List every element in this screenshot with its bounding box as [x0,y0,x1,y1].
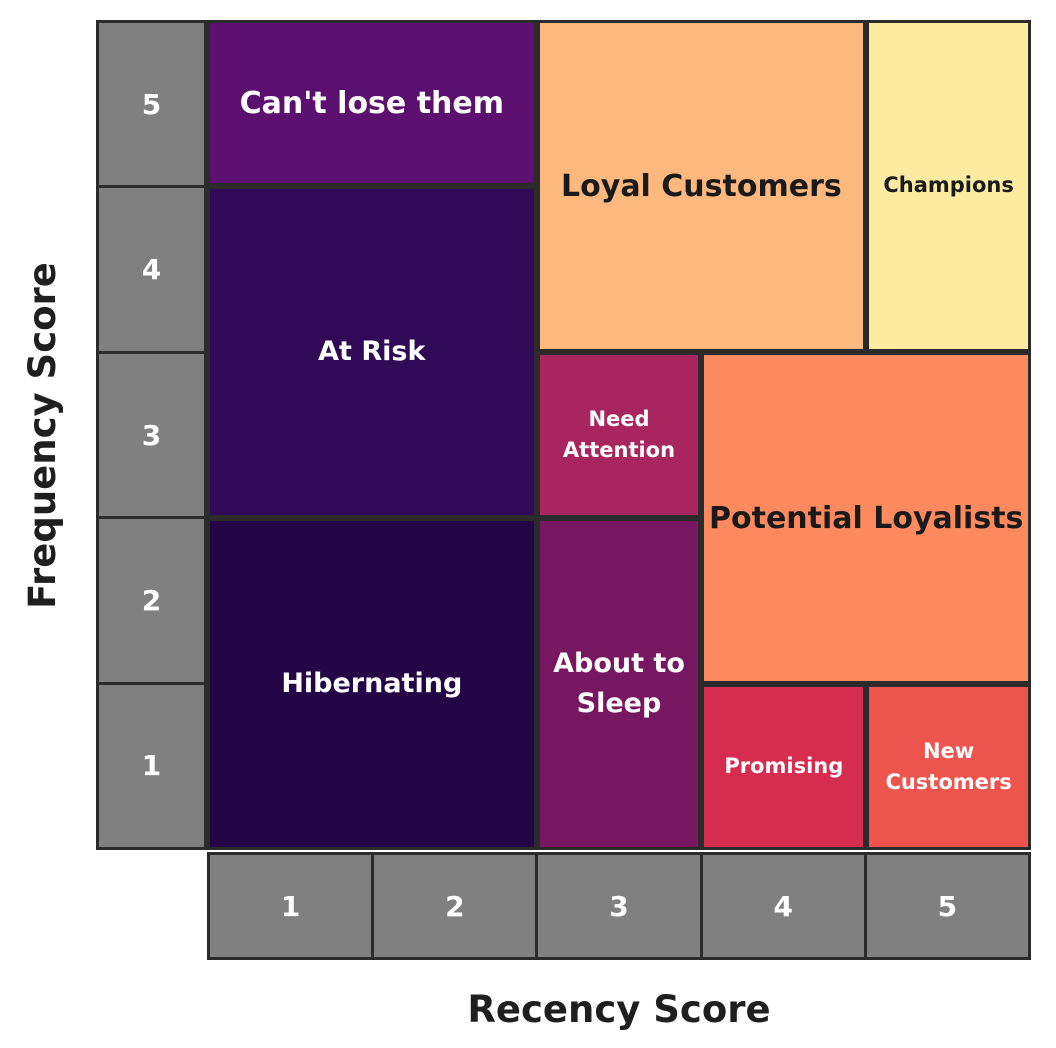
segment-can-t-lose-them: Can't lose them [207,20,537,186]
segment-label-line: Potential Loyalists [709,500,1024,536]
segment-potential-loyalists: Potential Loyalists [701,352,1031,684]
segment-label-line: About to [553,647,685,679]
y-tick-4: 4 [96,185,207,354]
x-axis-title-wrap: Recency Score [207,988,1031,1031]
segment-label: Promising [724,751,843,783]
segment-label: Can't lose them [240,81,504,126]
x-tick-1: 1 [207,852,375,960]
segment-label-line: Need [588,406,650,431]
y-axis-title: Frequency Score [20,261,64,609]
segment-label-line: Loyal Customers [561,168,842,204]
segment-at-risk: At Risk [207,186,537,518]
segment-champions: Champions [866,20,1031,352]
segment-label-line: Attention [562,438,676,462]
segment-label: Champions [883,170,1014,202]
segment-label: Potential Loyalists [709,496,1023,541]
segment-label-line: Can't lose them [239,85,505,121]
segment-label-line: Promising [724,754,844,779]
segment-about-to-sleep: About to Sleep [536,518,702,850]
segment-label-line: Champions [883,173,1014,198]
x-tick-4: 4 [699,852,867,960]
segment-label: Hibernating [281,664,462,705]
y-tick-3: 3 [96,350,207,520]
segment-label-line: Hibernating [281,667,463,699]
segment-label-line: At Risk [318,335,426,367]
y-tick-5: 5 [96,20,207,189]
segment-label: At Risk [318,332,425,373]
x-axis-title: Recency Score [467,988,771,1031]
segment-label-line: Sleep [576,688,662,719]
segment-label-line: New [922,738,975,763]
segment-loyal-customers: Loyal Customers [536,20,867,352]
segment-promising: Promising [701,684,867,850]
segment-label: Loyal Customers [561,164,842,209]
x-tick-5: 5 [863,852,1032,960]
x-tick-2: 2 [371,852,539,960]
y-tick-2: 2 [96,516,207,685]
y-axis-title-wrap: Frequency Score [6,20,78,850]
segment-hibernating: Hibernating [207,518,537,850]
segment-label: About to Sleep [553,644,685,725]
y-tick-1: 1 [96,681,207,851]
x-tick-3: 3 [535,852,703,960]
segment-label-line: Customers [885,770,1012,794]
